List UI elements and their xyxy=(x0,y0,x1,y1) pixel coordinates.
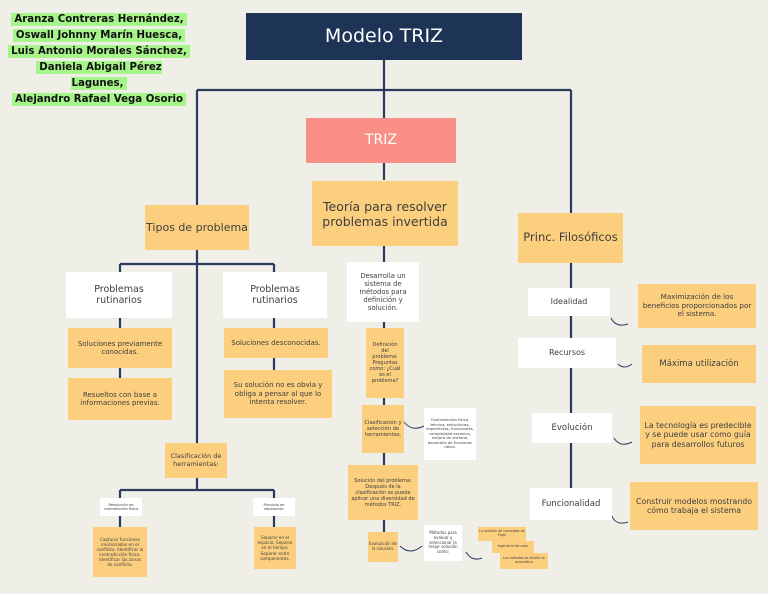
evolucion-node: Evolución xyxy=(532,413,612,443)
soluciones-previas-node: Soluciones previamente conocidas. xyxy=(68,328,172,368)
author-name: Luis Antonio Morales Sánchez, xyxy=(8,45,190,58)
idealidad-node: Idealidad xyxy=(528,288,610,316)
idealidad-desc-node: Maximización de los beneficios proporcio… xyxy=(638,284,756,328)
clasificacion-herramientas-node: Clasificación de herramientas: xyxy=(165,443,227,478)
evaluacion-solucion-node: Evaluación de la solución. xyxy=(368,532,398,562)
desarrolla-node: Desarrolla un sistema de métodos para de… xyxy=(347,262,419,322)
clasificacion-seleccion-node: Clasificación y selección de herramienta… xyxy=(362,405,404,453)
principio-separacion-node: Principio de separación xyxy=(253,498,295,516)
evolucion-desc-node: La tecnología es predecible y se puede u… xyxy=(640,406,756,464)
triz-node: TRIZ xyxy=(306,118,456,163)
author-name: Aranza Contreras Hernández, xyxy=(11,13,187,26)
author-name: Alejandro Rafael Vega Osorio xyxy=(12,93,186,106)
evaluation-method-node: Los métodos de diseño no axiomático xyxy=(500,553,548,569)
problemas-rutinarios-node: Problemas rutinarios xyxy=(66,272,172,318)
problemas-rutinarios-node: Problemas rutinarios xyxy=(223,272,327,318)
no-obvia-node: Su solución no es obvia y obliga a pensa… xyxy=(224,370,332,418)
teoria-node: Teoría para resolver problemas invertida xyxy=(312,181,458,246)
principios-filosoficos-node: Princ. Filosóficos xyxy=(518,213,623,263)
recursos-desc-node: Máxima utilización xyxy=(642,345,756,383)
author-name: Oswall Johnny Marín Huesca, xyxy=(12,29,186,42)
main-title: Modelo TRIZ xyxy=(246,13,522,60)
evaluation-method-node: La solución de conceptos de Pugh xyxy=(478,527,526,541)
author-name: Daniela Abigail Pérez Lagunes, xyxy=(36,61,162,90)
metodos-evaluar-node: Métodos para evaluar y seleccionar la me… xyxy=(424,525,462,561)
funcionalidad-desc-node: Construir modelos mostrando cómo trabaja… xyxy=(630,482,758,530)
solucion-problema-node: Solución del problema: Después de la cla… xyxy=(348,465,418,520)
resueltos-node: Resueltos con base a informaciones previ… xyxy=(68,378,172,420)
recursos-node: Recursos xyxy=(518,338,616,368)
definicion-problema-node: Definición del problema: Preguntas como:… xyxy=(366,328,404,398)
resolucion-contradiccion-node: Resolución de contradicción física xyxy=(100,498,142,516)
soluciones-desconocidas-node: Soluciones desconocidas. xyxy=(224,328,328,358)
capturar-funciones-node: Capturar funciones invisionadas en el co… xyxy=(93,527,147,577)
funcionalidad-node: Funcionalidad xyxy=(530,488,612,520)
separar-node: Separar en el espacio. Separar en el tie… xyxy=(254,527,296,569)
authors-block: Aranza Contreras Hernández, Oswall Johnn… xyxy=(8,12,190,108)
contradiccion-node: Contradicción física, técnica, estructur… xyxy=(424,408,476,460)
evaluation-method-node: Ingeniería del valor xyxy=(492,541,534,553)
tipos-problema-node: Tipos de problema xyxy=(145,205,249,250)
